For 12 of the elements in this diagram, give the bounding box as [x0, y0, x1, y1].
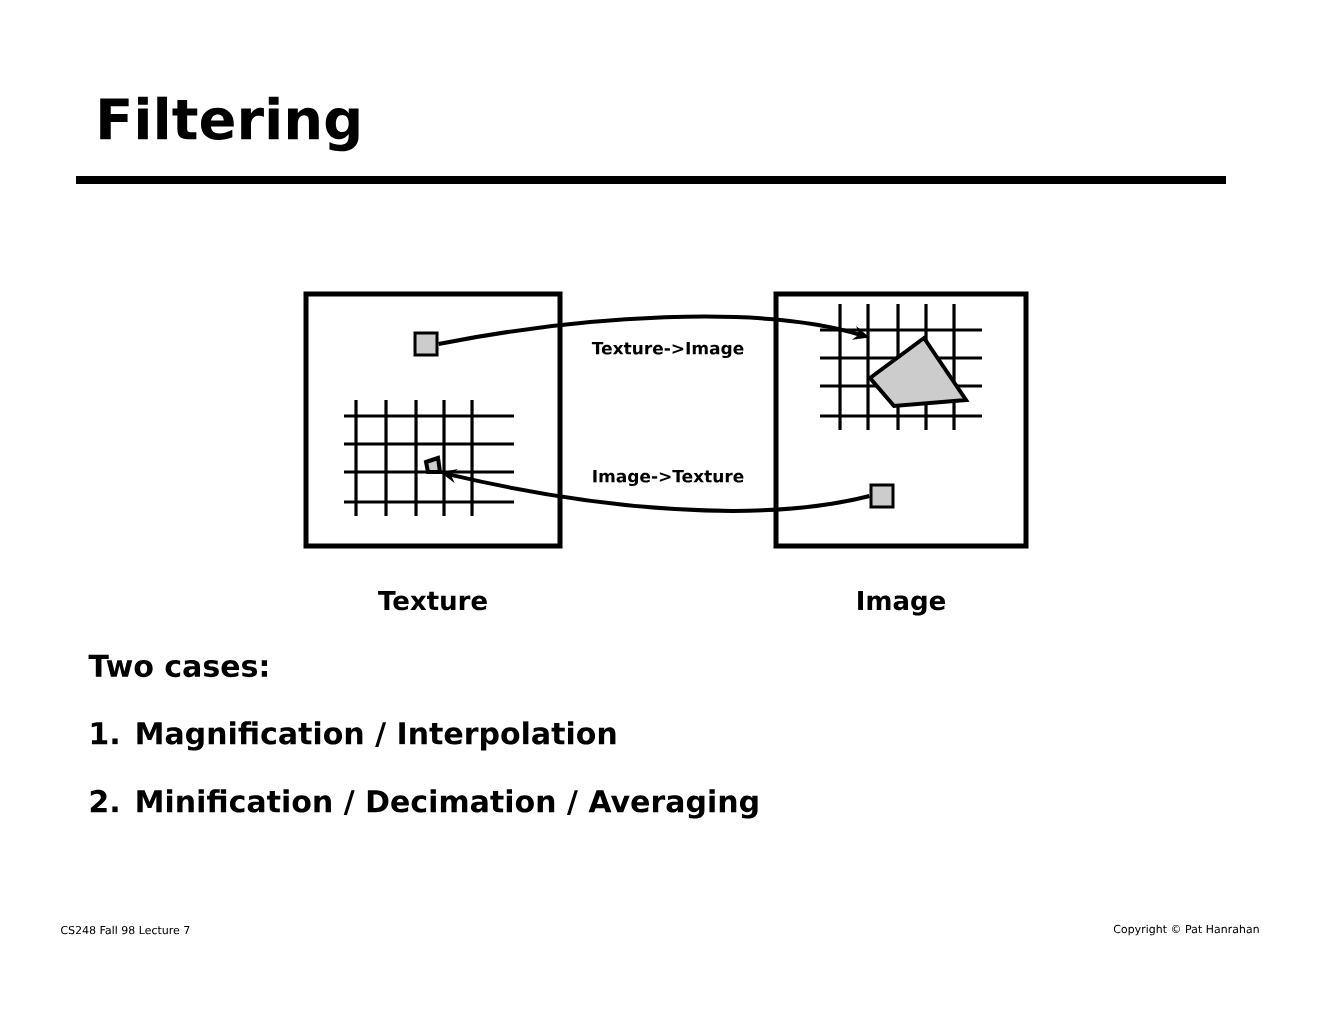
frame-box — [773, 291, 1029, 549]
edge-label: Texture->Image — [589, 339, 747, 360]
edge-label: Image->Texture — [589, 467, 747, 488]
slide-title: Filtering — [100, 96, 359, 152]
list-item: 1. Magnification / Interpolation — [91, 721, 616, 751]
sample-square — [413, 331, 439, 357]
panel-label: Texture — [378, 591, 487, 611]
frame-box — [303, 291, 563, 549]
panel-label: Image — [858, 591, 946, 616]
heading-text: Two cases: — [88, 654, 268, 678]
list-item: 2. Minification / Decimation / Averaging — [90, 789, 758, 819]
sample-square — [869, 483, 895, 509]
